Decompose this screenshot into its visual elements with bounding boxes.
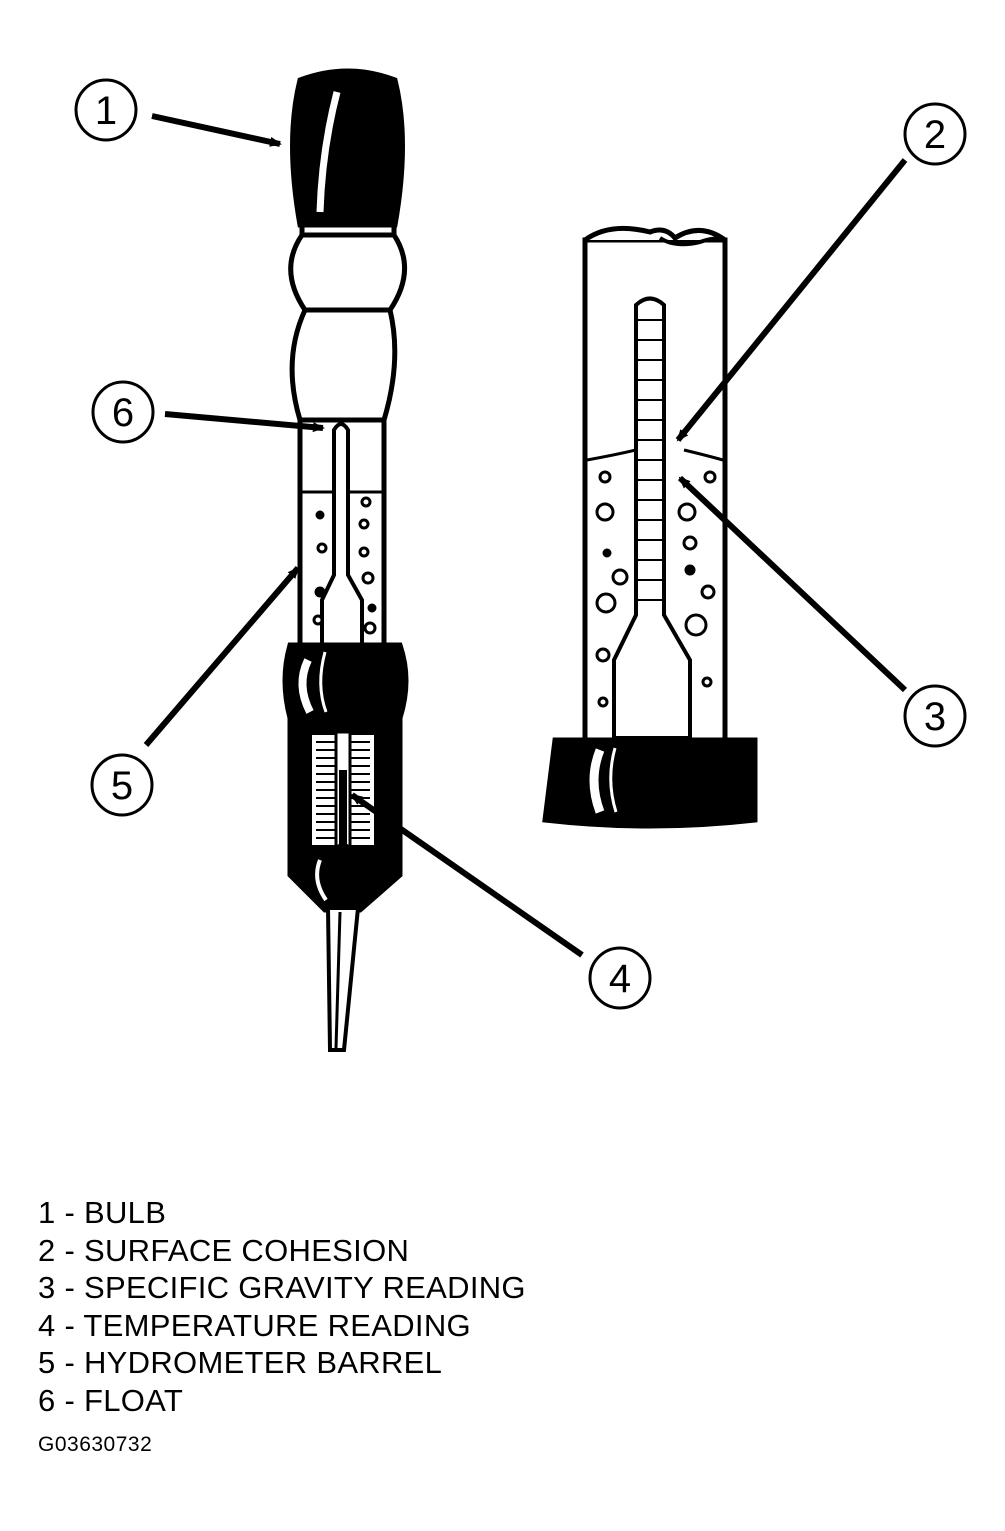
callout-6: 6 bbox=[91, 380, 155, 444]
bulb bbox=[290, 68, 405, 228]
lower-lobe bbox=[289, 307, 398, 423]
detail-bubbles bbox=[595, 470, 717, 708]
arrow-1 bbox=[151, 113, 282, 147]
callout-3: 3 bbox=[903, 684, 967, 748]
barrel-bubbles bbox=[312, 496, 377, 635]
legend-item-float: 6 - FLOAT bbox=[38, 1382, 184, 1418]
figure-code: G03630732 bbox=[38, 1433, 153, 1456]
callout-1-label: 1 bbox=[95, 89, 117, 133]
callout-4: 4 bbox=[588, 946, 652, 1010]
leader-arrows bbox=[143, 113, 908, 958]
pickup-tube bbox=[325, 906, 361, 1052]
arrow-4 bbox=[350, 792, 584, 958]
legend-item-hydrometer-barrel: 5 - HYDROMETER BARREL bbox=[38, 1345, 443, 1380]
legend-item-bulb: 1 - BULB bbox=[38, 1195, 167, 1230]
arrow-5 bbox=[143, 566, 301, 747]
callout-2-label: 2 bbox=[924, 113, 946, 157]
float bbox=[320, 422, 364, 652]
arrow-3 bbox=[677, 475, 908, 693]
hydrometer-diagram: 1 2 3 4 5 6 bbox=[74, 68, 967, 1052]
callout-5-label: 5 bbox=[111, 764, 133, 808]
arrow-6 bbox=[164, 411, 325, 433]
legend-item-temperature-reading: 4 - TEMPERATURE READING bbox=[38, 1307, 471, 1343]
callout-5: 5 bbox=[90, 753, 154, 817]
callout-1: 1 bbox=[74, 78, 138, 142]
legend-item-specific-gravity-reading: 3 - SPECIFIC GRAVITY READING bbox=[38, 1270, 526, 1305]
upper-lobe bbox=[288, 232, 407, 313]
callout-3-label: 3 bbox=[924, 695, 946, 739]
arrow-2 bbox=[675, 158, 908, 442]
gravity-scale bbox=[636, 319, 664, 601]
detail-float bbox=[612, 296, 692, 740]
hydrometer bbox=[282, 68, 409, 1052]
callout-2: 2 bbox=[903, 102, 967, 166]
callout-4-label: 4 bbox=[609, 957, 631, 1001]
legend-item-surface-cohesion: 2 - SURFACE COHESION bbox=[38, 1232, 410, 1268]
legend: 1 - BULB 2 - SURFACE COHESION 3 - SPECIF… bbox=[38, 1194, 526, 1419]
detail-base bbox=[542, 737, 758, 829]
callout-6-label: 6 bbox=[112, 391, 134, 435]
detail-view bbox=[542, 225, 758, 829]
